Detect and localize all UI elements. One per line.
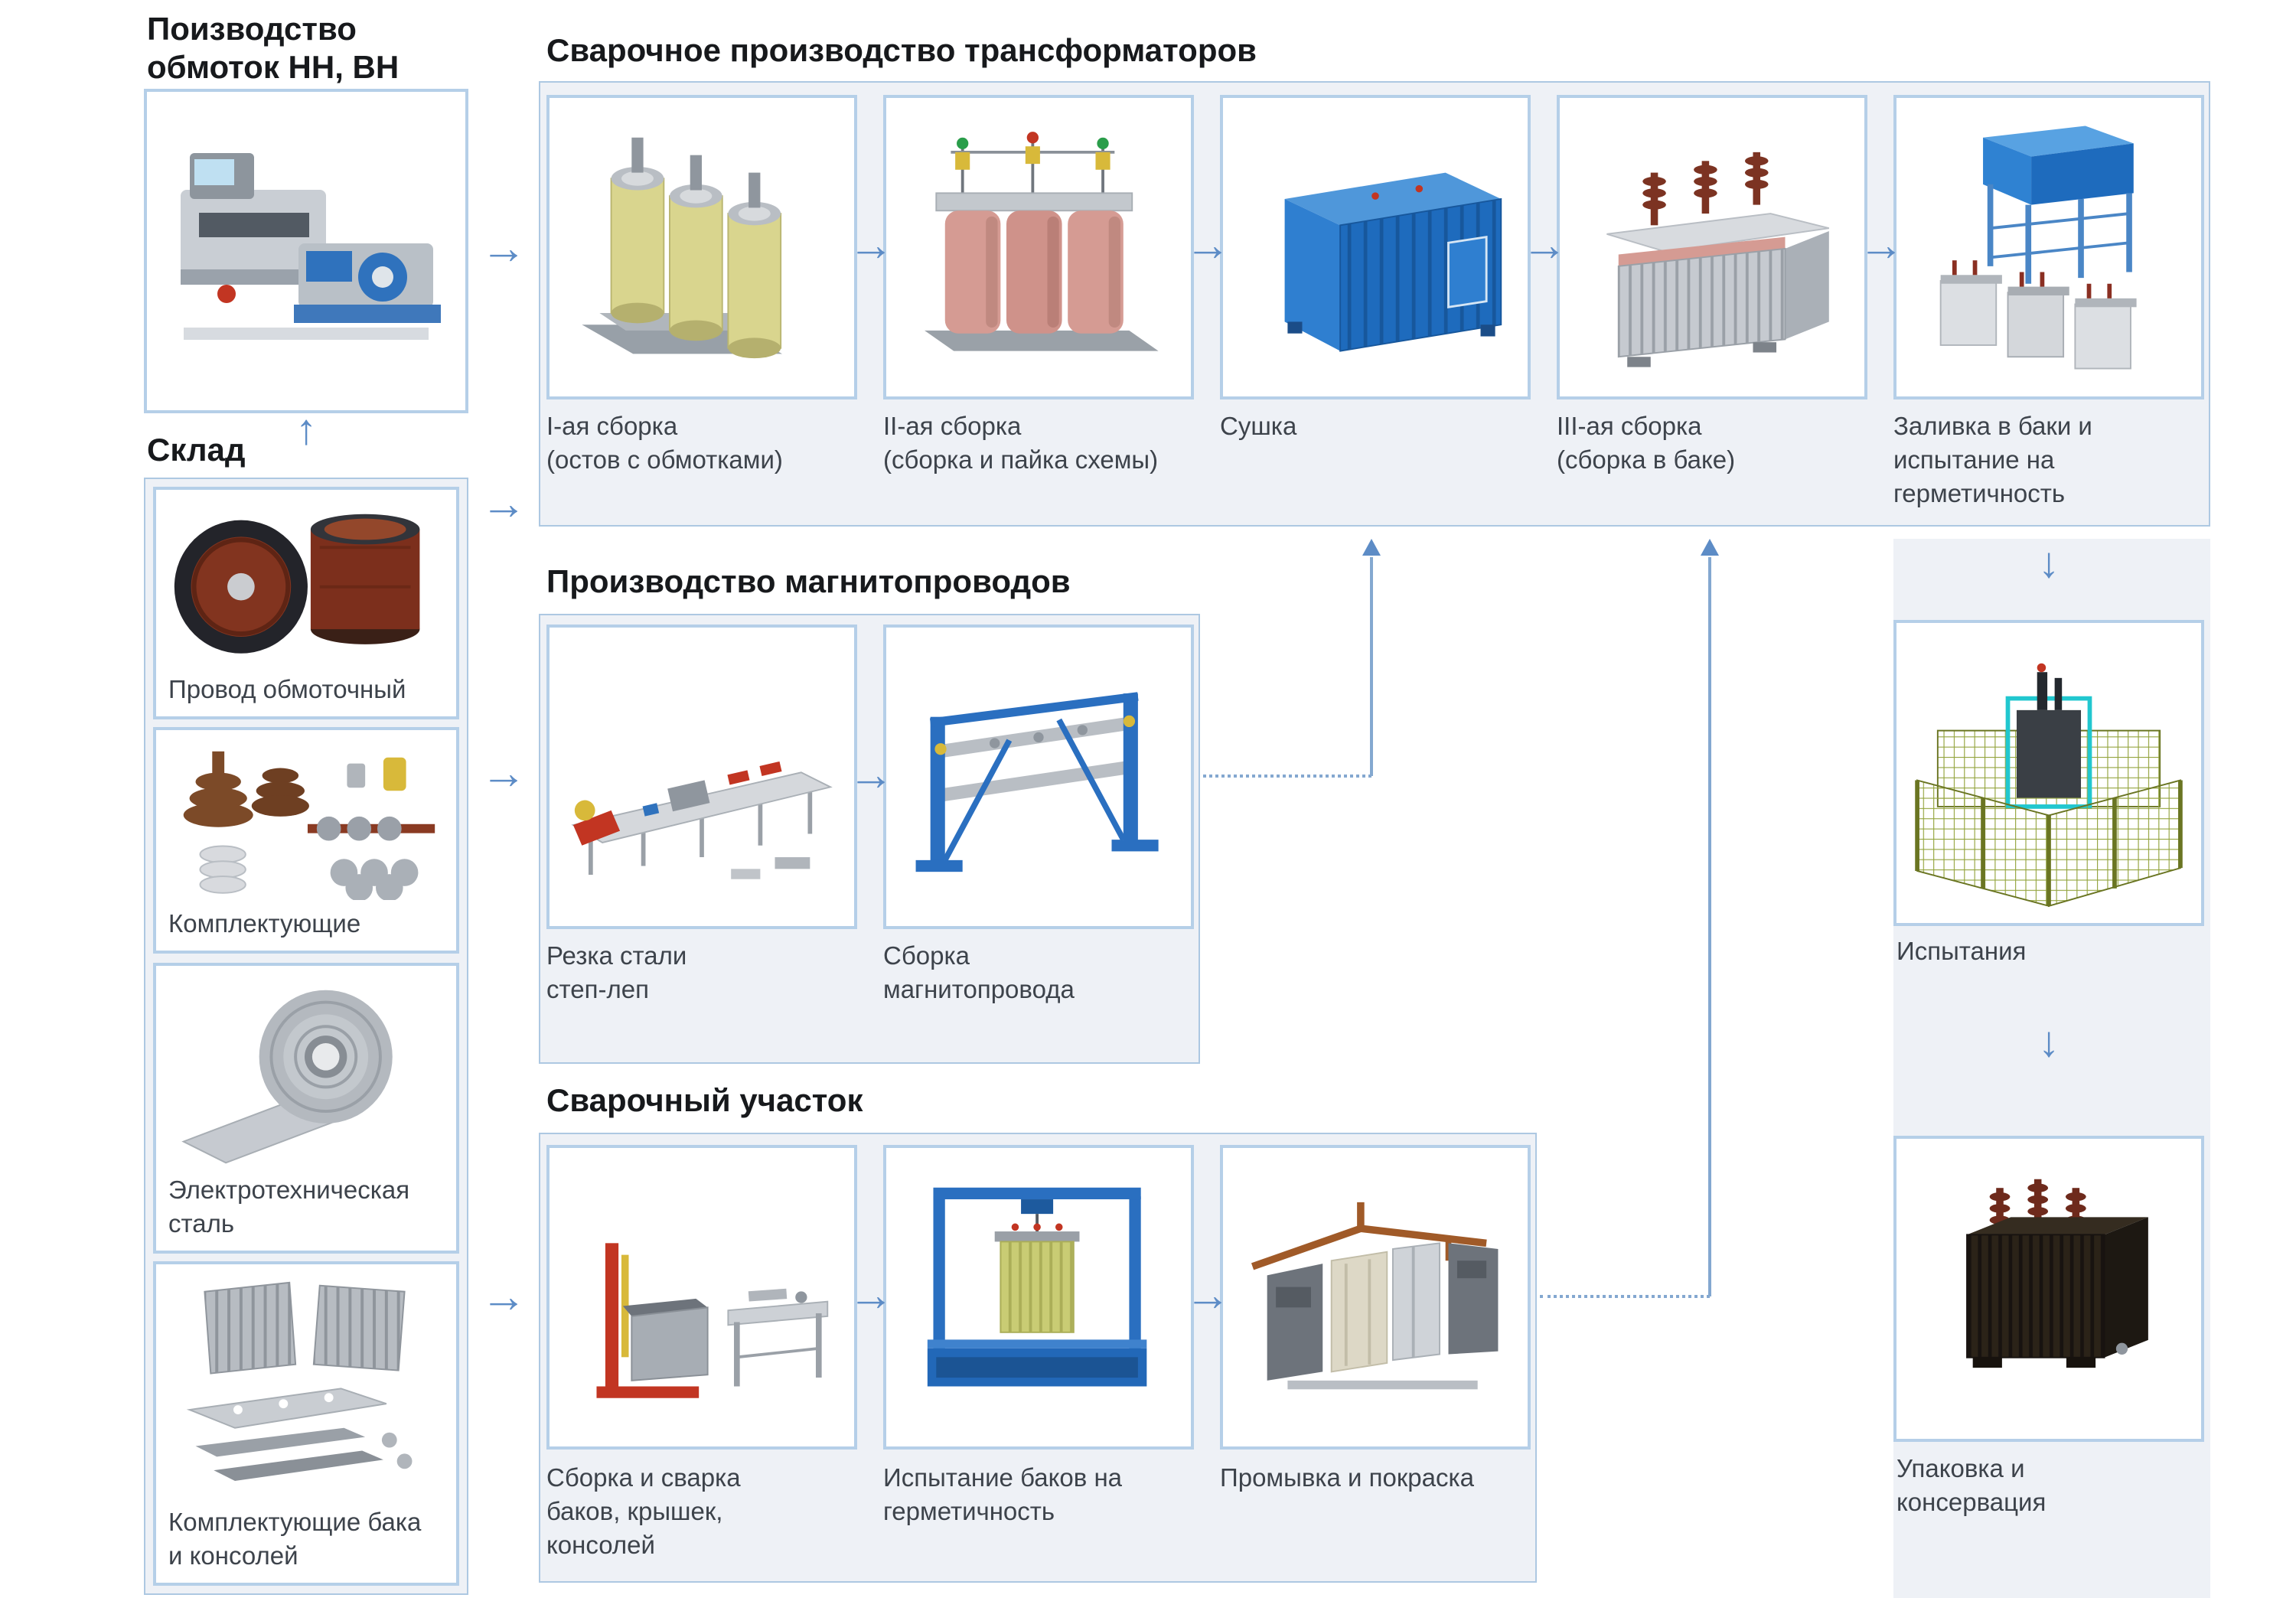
arrow-up-icon: ↑ bbox=[295, 406, 317, 453]
arrow-right-icon: → bbox=[1521, 220, 1567, 271]
section-title-welding-production: Сварочное производство трансформаторов bbox=[546, 34, 1257, 69]
testing-cage-photo bbox=[1903, 629, 2195, 917]
arrow-up-icon bbox=[1362, 539, 1381, 556]
tank-welding-photo bbox=[556, 1154, 848, 1440]
arrow-right-icon: → bbox=[848, 1270, 894, 1321]
arrow-right-icon: → bbox=[1858, 220, 1904, 271]
steel-cutting-photo bbox=[556, 634, 848, 920]
stage-label: Сушка bbox=[1220, 413, 1297, 441]
stage-label: Резка стали степ-леп bbox=[546, 943, 687, 1004]
connector-line bbox=[1708, 557, 1711, 1296]
wire-spools-photo bbox=[162, 496, 450, 667]
arrow-right-icon: → bbox=[481, 223, 527, 274]
warehouse-title: Склад bbox=[147, 433, 246, 468]
stage-label: I-ая сборка (остов с обмотками) bbox=[546, 413, 783, 475]
washing-painting-illustration bbox=[1251, 1202, 1499, 1390]
transformer-in-tank-photo bbox=[1566, 104, 1858, 390]
winding-machines-illustration bbox=[181, 153, 441, 340]
winding-production-box bbox=[144, 89, 468, 413]
windings-with-wiring-illustration bbox=[925, 132, 1159, 351]
arrow-right-icon: → bbox=[481, 748, 527, 799]
tank-parts-illustration bbox=[186, 1281, 413, 1482]
stage-box-assembly-2 bbox=[883, 95, 1194, 400]
warehouse-item-tank-parts: Комплектующие бака и консолей bbox=[153, 1261, 459, 1586]
testing-label: Испытания bbox=[1896, 938, 2027, 966]
wire-spools-illustration bbox=[174, 514, 420, 654]
steel-coil-photo bbox=[162, 972, 450, 1168]
packing-photo bbox=[1903, 1145, 2195, 1433]
testing-box bbox=[1893, 620, 2204, 926]
washing-painting-photo bbox=[1229, 1154, 1521, 1440]
core-assembly-photo bbox=[892, 634, 1185, 920]
tank-welding-illustration bbox=[596, 1243, 829, 1398]
packing-box bbox=[1893, 1136, 2204, 1442]
tank-parts-photo bbox=[162, 1270, 450, 1500]
arrow-right-icon: → bbox=[848, 220, 894, 271]
transformer-in-tank-illustration bbox=[1606, 152, 1830, 367]
winding-machines-photo bbox=[153, 98, 459, 404]
stage-label: Заливка в баки и испытание на герметично… bbox=[1893, 413, 2092, 508]
arrow-right-icon: → bbox=[481, 1272, 527, 1322]
core-assembly-illustration bbox=[915, 692, 1159, 872]
stage-box-core-assembly bbox=[883, 625, 1194, 929]
connector-line bbox=[1540, 1295, 1710, 1298]
tank-leak-testing-photo bbox=[892, 1154, 1185, 1440]
winding-production-title: Поизводство обмоток НН, ВН bbox=[147, 12, 400, 86]
warehouse-item-components: Комплектующие bbox=[153, 727, 459, 954]
warehouse-item-label: Комплектующие bbox=[168, 910, 361, 938]
stage-label: II-ая сборка (сборка и пайка схемы) bbox=[883, 413, 1159, 475]
warehouse-item-label: Провод обмоточный bbox=[168, 676, 406, 704]
stage-box-drying bbox=[1220, 95, 1531, 400]
windings-with-wiring-photo bbox=[892, 104, 1185, 390]
stage-box-oil-filling bbox=[1893, 95, 2204, 400]
drying-chamber-illustration bbox=[1284, 172, 1502, 352]
section-title-welding-area: Сварочный участок bbox=[546, 1084, 863, 1119]
stage-box-assembly-3 bbox=[1557, 95, 1867, 400]
connector-line bbox=[1370, 557, 1373, 776]
drying-chamber-photo bbox=[1229, 104, 1521, 390]
warehouse-item-wire: Провод обмоточный bbox=[153, 487, 459, 719]
connector-line bbox=[1203, 775, 1371, 778]
components-photo bbox=[162, 736, 450, 902]
arrow-right-icon: → bbox=[481, 479, 527, 530]
stage-label: Сборка и сварка баков, крышек, консолей bbox=[546, 1465, 741, 1560]
stage-label: Испытание баков на герметичность bbox=[883, 1465, 1123, 1526]
arrow-down-icon: ↓ bbox=[2038, 539, 2060, 586]
steel-coil-illustration bbox=[181, 990, 393, 1164]
stage-box-tank-welding bbox=[546, 1145, 857, 1450]
core-with-windings-photo bbox=[556, 104, 848, 390]
oil-filling-illustration bbox=[1939, 126, 2137, 370]
stage-box-washing-painting bbox=[1220, 1145, 1531, 1450]
packing-label: Упаковка и консервация bbox=[1896, 1456, 2047, 1517]
steel-cutting-illustration bbox=[571, 761, 833, 879]
tank-leak-testing-illustration bbox=[927, 1187, 1147, 1387]
stage-box-assembly-1 bbox=[546, 95, 857, 400]
arrow-down-icon: ↓ bbox=[2038, 1018, 2060, 1065]
stage-box-tank-testing bbox=[883, 1145, 1194, 1450]
stage-box-steel-cutting bbox=[546, 625, 857, 929]
arrow-right-icon: → bbox=[1185, 1270, 1231, 1321]
warehouse-item-label: Электротехническая сталь bbox=[168, 1177, 410, 1238]
insulators-illustration bbox=[183, 751, 435, 902]
testing-cage-illustration bbox=[1915, 663, 2183, 908]
stage-label: Сборка магнитопровода bbox=[883, 943, 1075, 1004]
stage-label: Промывка и покраска bbox=[1220, 1465, 1475, 1492]
section-title-core-production: Производство магнитопроводов bbox=[546, 565, 1071, 600]
warehouse-item-steel: Электротехническая сталь bbox=[153, 963, 459, 1254]
warehouse-item-label: Комплектующие бака и консолей bbox=[168, 1509, 422, 1570]
arrow-right-icon: → bbox=[848, 750, 894, 801]
packed-transformer-illustration bbox=[1966, 1179, 2148, 1368]
core-with-windings-illustration bbox=[582, 137, 783, 359]
stage-label: III-ая сборка (сборка в баке) bbox=[1557, 413, 1736, 475]
oil-filling-photo bbox=[1903, 104, 2195, 390]
arrow-right-icon: → bbox=[1185, 220, 1231, 271]
arrow-up-icon bbox=[1701, 539, 1719, 556]
